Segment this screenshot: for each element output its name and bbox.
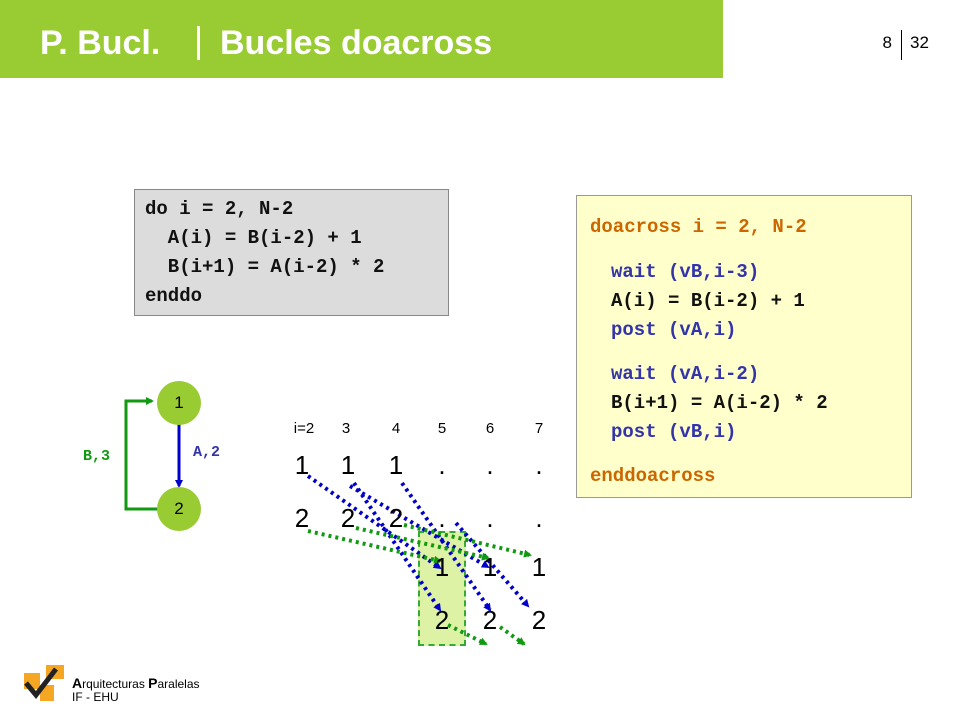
page-total: 32: [910, 33, 929, 52]
stmt-a: A(i) = B(i-2) + 1: [611, 290, 805, 312]
exec-cell: 1: [294, 450, 310, 480]
footer-institution: Arquitecturas Paralelas: [72, 675, 200, 691]
exec-cell: 1: [482, 552, 498, 582]
graph-node-1: 1: [157, 381, 201, 425]
slide-title: Bucles doacross: [220, 24, 493, 62]
post-vb: post (vB,i): [611, 421, 737, 443]
blue-arrow-5: [454, 521, 530, 608]
wait-va: wait (vA,i-2): [611, 363, 760, 385]
header-bar: [0, 0, 723, 78]
footer-department: IF - EHU: [72, 690, 119, 704]
edge-b-label: B,3: [83, 448, 111, 465]
exec-cell: .: [486, 503, 494, 533]
green-arrow-4: [447, 623, 488, 646]
exec-cell: .: [486, 450, 494, 480]
exec-cell: 2: [294, 503, 310, 533]
loop-line-4: enddo: [145, 285, 203, 307]
edge-b-arrow: [124, 397, 158, 511]
blue-arrow-3: [348, 484, 490, 569]
iteration-label: 3: [341, 420, 351, 437]
exec-cell: 2: [388, 503, 404, 533]
exec-cell: 2: [482, 605, 498, 635]
exec-cell: .: [438, 450, 446, 480]
course-brand: P. Bucl.: [40, 24, 161, 62]
doacross-footer: enddoacross: [590, 465, 716, 487]
loop-code-box: do i = 2, N-2 A(i) = B(i-2) + 1 B(i+1) =…: [134, 189, 449, 316]
header-separator: [197, 26, 200, 60]
exec-cell: 1: [388, 450, 404, 480]
page-separator: [901, 30, 902, 60]
stmt-b: B(i+1) = A(i-2) * 2: [611, 392, 828, 414]
green-arrow-3: [403, 523, 532, 558]
iteration-label: 6: [485, 420, 495, 437]
graph-node-2: 2: [157, 487, 201, 531]
exec-cell: .: [438, 503, 446, 533]
exec-cell: 2: [340, 503, 356, 533]
iteration-label: i=2: [293, 420, 315, 437]
post-va: post (vA,i): [611, 319, 737, 341]
exec-cell: 1: [340, 450, 356, 480]
green-arrow-5: [498, 625, 526, 646]
iteration-label: 5: [437, 420, 447, 437]
exec-cell: 1: [434, 552, 450, 582]
checkmark-logo-icon: [24, 665, 64, 701]
exec-cell: 2: [434, 605, 450, 635]
exec-cell: 1: [531, 552, 547, 582]
loop-line-2: A(i) = B(i-2) + 1: [145, 227, 362, 249]
iteration-label: 4: [391, 420, 401, 437]
page-number: 8: [882, 33, 892, 52]
loop-line-1: do i = 2, N-2: [145, 198, 294, 220]
doacross-header: doacross i = 2, N-2: [590, 216, 807, 238]
loop-line-3: B(i+1) = A(i-2) * 2: [145, 256, 385, 278]
doacross-code-box: doacross i = 2, N-2 wait (vB,i-3) A(i) =…: [576, 195, 912, 498]
exec-cell: .: [535, 450, 543, 480]
iteration-label: 7: [534, 420, 544, 437]
green-arrow-2: [355, 526, 490, 561]
blue-arrow-2: [352, 481, 442, 612]
green-arrow-1: [307, 529, 442, 564]
blue-arrow-1: [306, 474, 442, 570]
edge-a-label: A,2: [193, 444, 221, 461]
wait-vb: wait (vB,i-3): [611, 261, 760, 283]
exec-cell: .: [535, 503, 543, 533]
exec-cell: 2: [531, 605, 547, 635]
